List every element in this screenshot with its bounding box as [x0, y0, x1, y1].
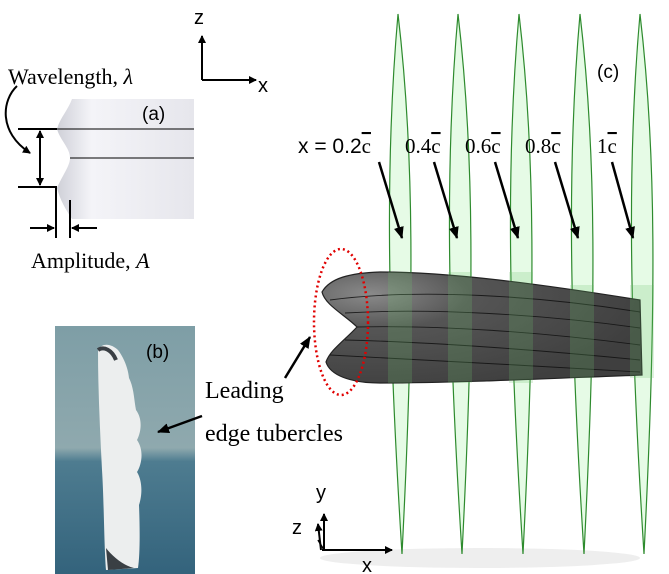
annotation-line-2: edge tubercles — [205, 421, 343, 447]
station-label: 1c — [597, 134, 617, 158]
panel-b: (b) Leading edge tubercles — [55, 326, 343, 574]
axis-z-label: z — [194, 7, 204, 29]
slice-plane-overlay — [509, 272, 533, 383]
station-labels: x = 0.2c 0.4c 0.6c 0.8c 1c — [298, 134, 617, 158]
wing-model — [321, 271, 643, 384]
panel-b-label: (b) — [146, 342, 169, 363]
arrow-to-flipper — [157, 414, 203, 434]
axis-x-label: x — [258, 75, 268, 97]
station-label: 0.4c — [405, 134, 441, 158]
axis-z-label-c: z — [292, 517, 302, 539]
amplitude-dimension — [30, 187, 97, 238]
wavelength-dimension — [4, 85, 57, 188]
axes-xyz-icon — [314, 513, 393, 554]
wavelength-label: Wavelength, λ — [8, 64, 133, 89]
slice-plane — [570, 13, 594, 555]
panel-c: (c) x = 0.2c 0.4c 0.6c 0.8c 1c y z x — [292, 13, 654, 574]
annotation-line-1: Leading — [205, 378, 284, 404]
slice-plane-overlay — [388, 272, 412, 383]
axes-zx-icon — [198, 35, 257, 84]
slice-plane — [630, 13, 654, 555]
slice-plane-overlay — [570, 285, 594, 378]
station-label: x = 0.2c — [298, 134, 371, 158]
panel-a-label: (a) — [142, 104, 165, 125]
slice-plane-overlay — [630, 285, 654, 378]
leading-edge-highlight — [312, 247, 370, 397]
slice-plane-overlay — [448, 272, 472, 383]
arrow-to-leading-edge — [283, 336, 312, 379]
ground-shadow — [320, 548, 640, 568]
whale-flipper — [98, 344, 142, 570]
panel-c-label: (c) — [597, 62, 619, 83]
amplitude-label: Amplitude, A — [31, 248, 150, 273]
axis-y-label: y — [316, 482, 326, 504]
axis-x-label-c: x — [362, 555, 372, 574]
panel-a: z x (a) Wavelength, λ Amplitude, A — [4, 7, 268, 273]
wing-mesh-lines — [329, 293, 641, 373]
tubercle-planform — [57, 99, 194, 219]
station-arrows — [377, 161, 635, 239]
station-label: 0.6c — [465, 134, 501, 158]
station-label: 0.8c — [525, 134, 561, 158]
